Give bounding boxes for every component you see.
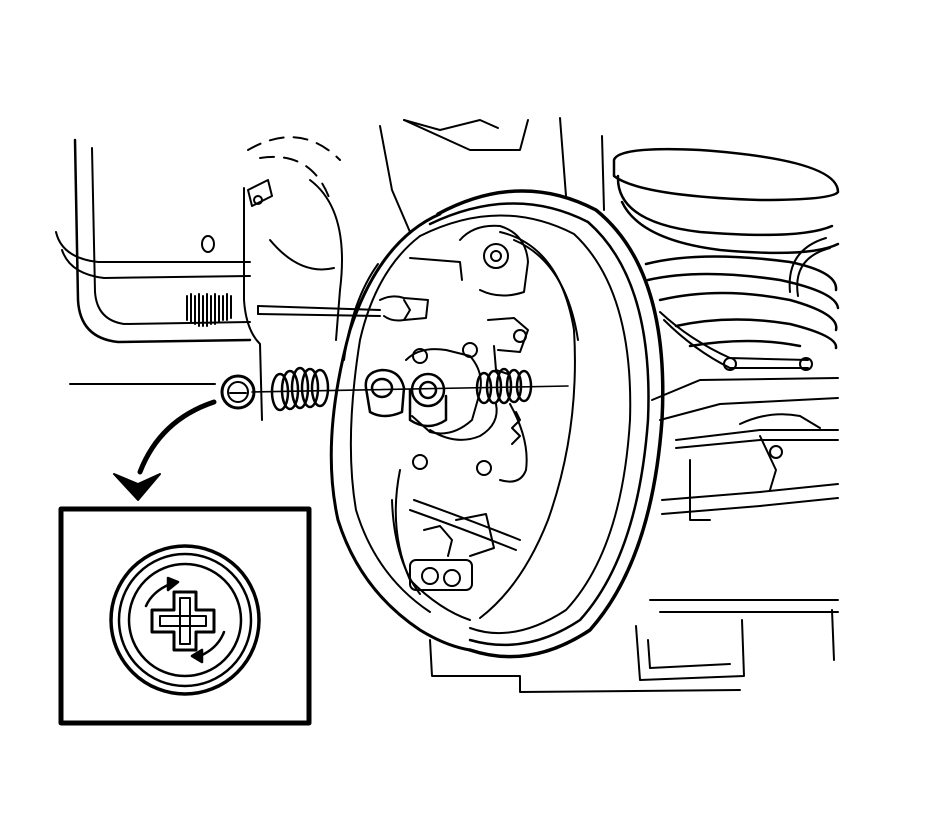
wheel-well bbox=[243, 117, 605, 421]
brake-backing-plate bbox=[329, 189, 665, 659]
hold-down-washer bbox=[364, 368, 406, 418]
slot-cross-icon bbox=[150, 590, 216, 652]
axle-hub-studs bbox=[405, 342, 498, 476]
brake-shoe-assembly bbox=[391, 224, 579, 621]
hold-down-pin bbox=[257, 295, 429, 322]
parking-brake-lever bbox=[487, 317, 529, 375]
vehicle-body-panel bbox=[55, 138, 252, 385]
hold-down-spring-retainer bbox=[220, 374, 256, 410]
retainer-cap-icon bbox=[109, 544, 261, 696]
vent-slits bbox=[186, 293, 232, 327]
coil-suspension-spring bbox=[612, 147, 840, 350]
hold-down-spring-installed bbox=[475, 367, 533, 405]
adjuster-block bbox=[409, 513, 495, 591]
callout-detail-box bbox=[58, 506, 312, 726]
wheel-cylinder bbox=[409, 224, 529, 297]
hold-down-spring bbox=[270, 366, 330, 412]
return-spring bbox=[409, 403, 528, 551]
curved-arrow-icon bbox=[113, 399, 217, 501]
brake-line-tubing bbox=[429, 237, 839, 693]
rotate-arrow-icon bbox=[144, 576, 226, 664]
hold-down-spring-retainer-installed bbox=[408, 372, 448, 428]
